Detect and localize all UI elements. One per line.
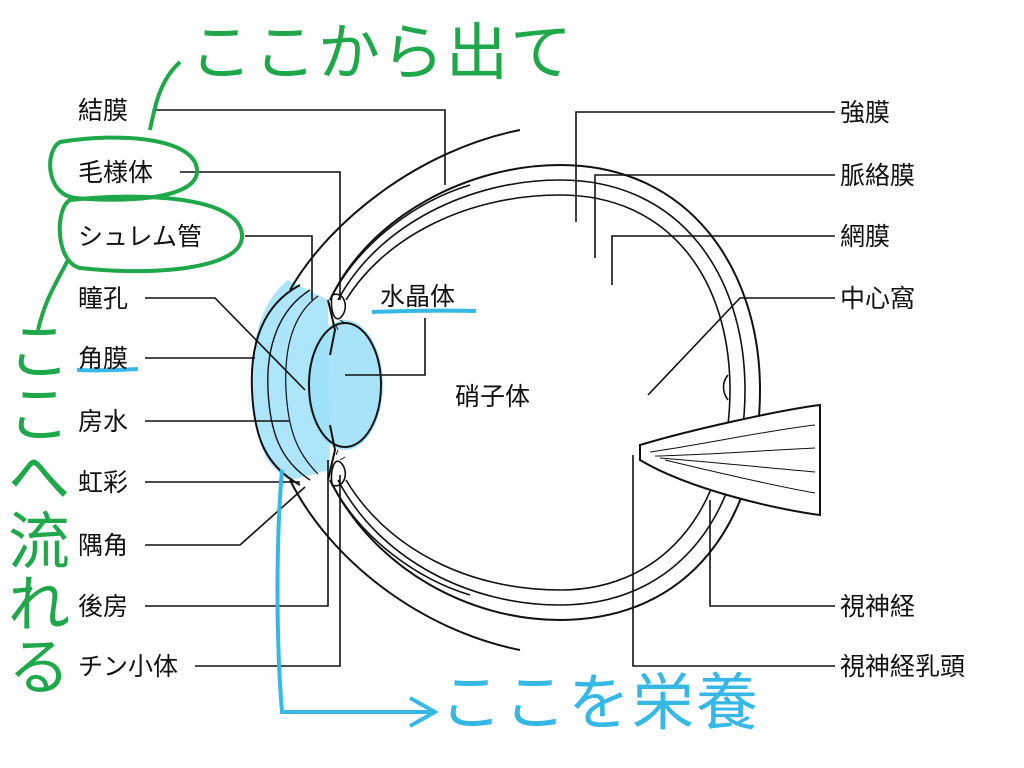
leader-fovea xyxy=(647,297,835,396)
label-optic-nerve: 視神経 xyxy=(840,592,916,621)
lower-eyelid-line-2 xyxy=(329,479,471,596)
upper-eyelid-line-2 xyxy=(329,184,471,301)
leader-pupil xyxy=(145,297,306,391)
label-lens: 水晶体 xyxy=(380,282,456,311)
blue-underline-cornea xyxy=(76,367,139,373)
label-choroid: 脈絡膜 xyxy=(840,161,916,190)
label-optic-disc: 視神経乳頭 xyxy=(840,652,966,681)
label-aqueous-humor: 房水 xyxy=(78,407,129,436)
leader-schlemm xyxy=(245,235,313,300)
cornea-outer xyxy=(250,284,301,486)
label-ciliary-body: 毛様体 xyxy=(78,158,154,187)
blue-arrowhead xyxy=(409,696,440,728)
label-vitreous: 硝子体 xyxy=(455,382,531,411)
lower-eyelid-line xyxy=(289,479,521,651)
leader-conjunctiva xyxy=(155,109,446,185)
leader-optic-nerve xyxy=(709,500,835,607)
leader-sclera xyxy=(575,111,835,222)
leader-retina xyxy=(611,235,835,285)
label-posterior-chamber: 後房 xyxy=(78,592,129,621)
note-from-here: ここから出て xyxy=(190,16,575,89)
label-fovea: 中心窩 xyxy=(840,284,916,313)
label-zonule: チン小体 xyxy=(78,652,179,681)
label-conjunctiva: 結膜 xyxy=(78,96,129,125)
anterior-chamber-highlight xyxy=(251,280,330,480)
leader-zonule xyxy=(195,475,341,667)
green-arrow-top xyxy=(148,60,182,131)
green-circle-schlemm xyxy=(57,194,245,274)
leader-ciliary xyxy=(180,171,341,300)
cornea-inner xyxy=(267,289,311,481)
iris-upper xyxy=(327,299,337,356)
note-flows-here: ここへ流れる xyxy=(8,315,71,705)
label-iris: 虹彩 xyxy=(78,468,129,497)
label-pupil: 瞳孔 xyxy=(78,284,129,313)
choroid-outline xyxy=(337,179,746,606)
blue-underline-lens xyxy=(371,308,477,314)
label-schlemm-canal: シュレム管 xyxy=(78,222,203,251)
optic-nerve xyxy=(639,403,821,517)
label-retina: 網膜 xyxy=(840,222,891,251)
fovea-notch xyxy=(722,374,729,401)
leader-choroid xyxy=(594,174,835,258)
cornea-inner-2 xyxy=(285,295,319,475)
note-nourishes-here: ここを栄養 xyxy=(440,666,761,739)
green-arrow-side xyxy=(36,259,70,331)
blue-arrow-path xyxy=(275,469,432,714)
green-circle-ciliary xyxy=(48,135,200,202)
retina-outline xyxy=(345,194,731,591)
leader-angle xyxy=(145,486,306,546)
sclera-outline xyxy=(329,163,762,622)
label-cornea: 角膜 xyxy=(78,344,129,373)
label-sclera: 強膜 xyxy=(840,98,891,127)
ciliary-body-upper xyxy=(330,293,347,320)
leader-posterior xyxy=(145,460,329,607)
leader-lens xyxy=(345,318,426,376)
ciliary-body-lower xyxy=(330,460,347,487)
leader-optic-disc xyxy=(632,455,835,667)
lens-highlight xyxy=(307,320,383,450)
iris-lower xyxy=(327,424,337,481)
upper-eyelid-line xyxy=(289,129,521,291)
label-angle: 隅角 xyxy=(78,531,129,560)
